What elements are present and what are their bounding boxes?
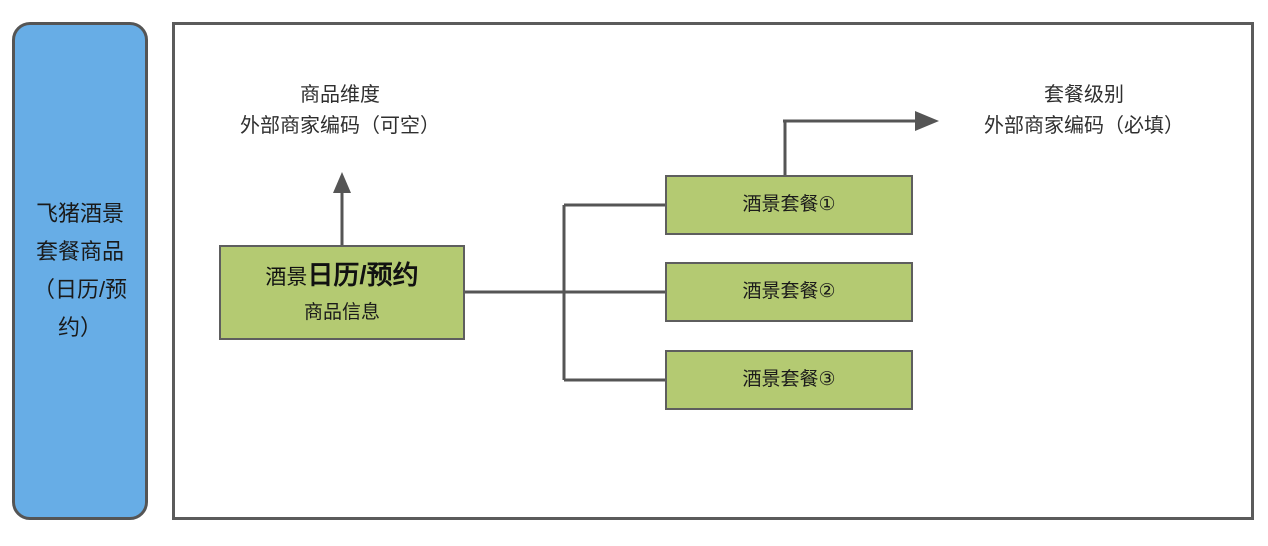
annotation-right-line1: 套餐级别 <box>1044 84 1124 106</box>
category-panel-label: 飞猪酒景套餐商品（日历/预约） <box>32 201 128 340</box>
node-main-product-title-prefix: 酒景 <box>265 266 308 289</box>
node-main-product-title-emphasis: 日历/预约 <box>307 260 419 290</box>
annotation-right-line2: 外部商家编码（必填） <box>984 115 1184 137</box>
annotation-left-line1: 商品维度 <box>300 84 380 106</box>
annotation-left: 商品维度 外部商家编码（可空） <box>203 80 477 142</box>
node-package-2[interactable]: 酒景套餐② <box>665 262 913 322</box>
category-panel: 飞猪酒景套餐商品（日历/预约） <box>12 22 148 520</box>
node-package-3[interactable]: 酒景套餐③ <box>665 350 913 410</box>
node-main-product-subtitle: 商品信息 <box>303 302 380 323</box>
node-package-2-label: 酒景套餐② <box>742 281 836 302</box>
node-main-product[interactable]: 酒景日历/预约 商品信息 <box>219 245 465 340</box>
node-package-1-label: 酒景套餐① <box>742 194 836 215</box>
annotation-left-line2: 外部商家编码（可空） <box>240 115 440 137</box>
node-package-1[interactable]: 酒景套餐① <box>665 175 913 235</box>
annotation-right: 套餐级别 外部商家编码（必填） <box>936 80 1232 142</box>
node-main-product-title: 酒景日历/预约 <box>265 260 418 293</box>
node-package-3-label: 酒景套餐③ <box>742 369 836 390</box>
